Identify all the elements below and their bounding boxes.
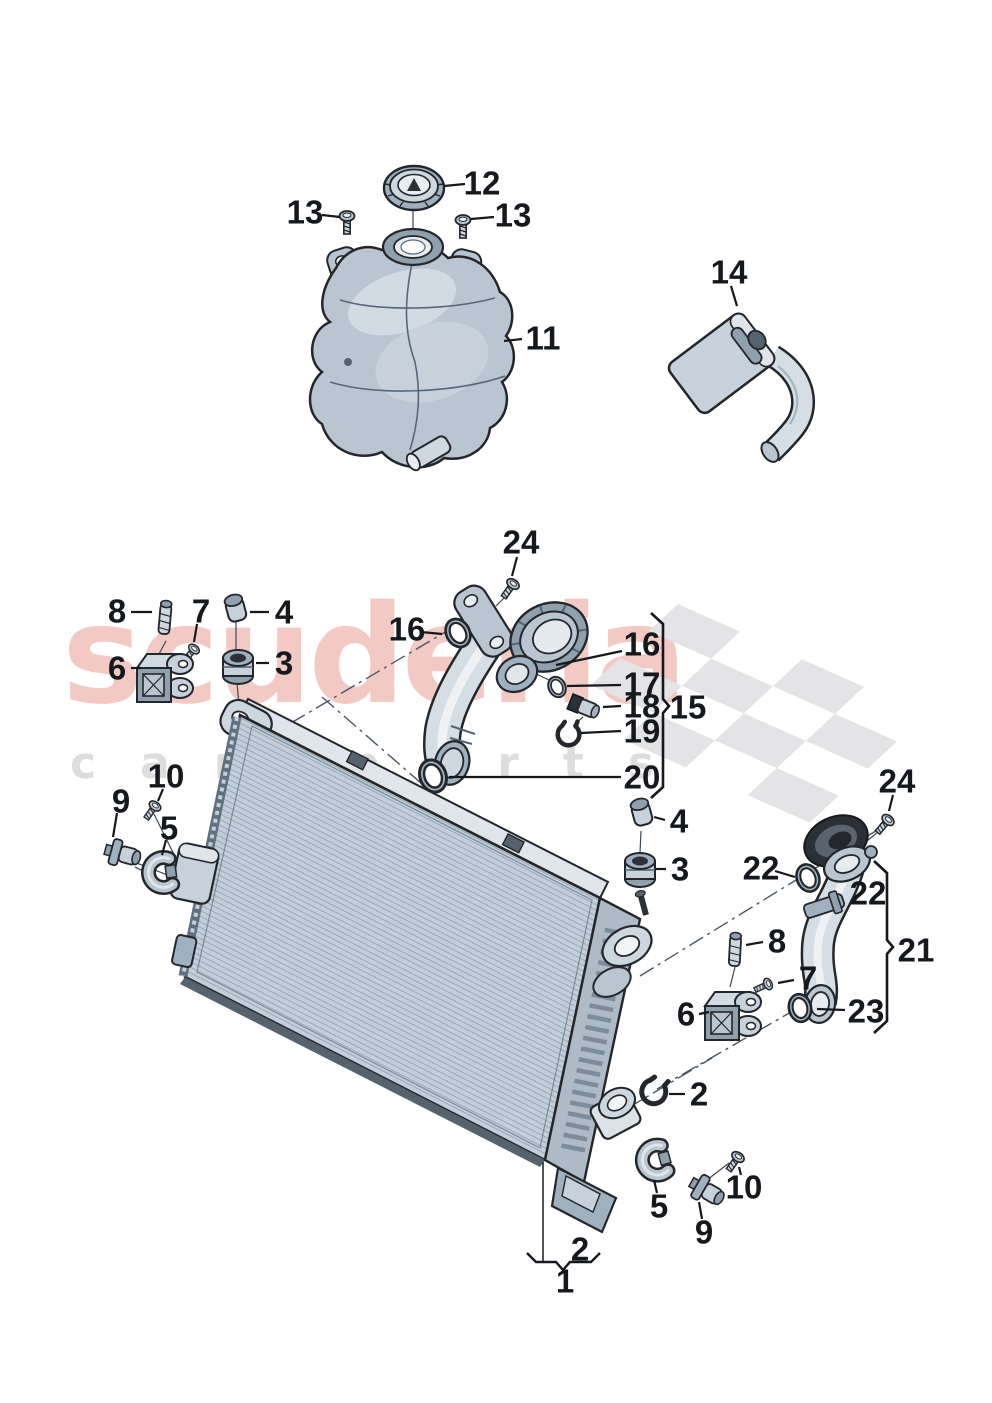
part-callout-13: 13: [286, 193, 324, 231]
damper-3-left: [222, 649, 254, 685]
part-callout-2: 2: [570, 1230, 590, 1268]
leader-lines: [111, 182, 895, 1220]
sensor-9-left: [101, 835, 145, 873]
part-callout-8: 8: [767, 922, 787, 960]
part-callout-22: 22: [849, 874, 887, 912]
part-callout-15: 15: [669, 688, 707, 726]
part-callout-6: 6: [676, 995, 696, 1033]
part-callout-5: 5: [649, 1187, 669, 1225]
checkered-flag-watermark: [590, 604, 897, 823]
tank-outlet: [405, 435, 452, 472]
part-callout-9: 9: [694, 1213, 714, 1251]
part-callout-3: 3: [274, 644, 294, 682]
watermark-word-car: car: [70, 738, 280, 789]
part-callout-21: 21: [897, 931, 935, 969]
coolant-pipe-upper: [422, 584, 589, 786]
part-callout-24: 24: [878, 762, 916, 800]
part-callout-16: 16: [388, 610, 426, 648]
part-callout-18: 18: [623, 687, 661, 725]
clamp-5-bottom: [639, 1142, 673, 1178]
part-callout-7: 7: [798, 959, 818, 997]
radiator: [169, 697, 653, 1262]
oring-17: [543, 672, 571, 702]
radiator-upper-connector: [592, 889, 653, 998]
tank-screw-left: [338, 210, 356, 235]
expansion-tank: [308, 164, 515, 472]
part-callout-1: 1: [555, 1262, 575, 1300]
part-callout-11: 11: [525, 319, 561, 357]
part-callout-19: 19: [623, 712, 661, 750]
part-callout-9: 9: [111, 782, 131, 820]
expansion-pin-left: [157, 599, 173, 636]
sleeve-4-right: [628, 795, 655, 828]
pipe-flange: [453, 584, 514, 658]
part-callout-8: 8: [107, 592, 127, 630]
part-callout-4: 4: [274, 593, 294, 631]
part-callout-13: 13: [494, 196, 532, 234]
tank-cap: [382, 164, 446, 212]
group-1-brace: [526, 1252, 601, 1272]
part-callout-2: 2: [689, 1075, 709, 1113]
part-callout-4: 4: [669, 802, 689, 840]
temp-sensor-18: [566, 693, 603, 722]
group-21-bracket: [873, 860, 895, 1034]
part-callout-23: 23: [847, 992, 885, 1030]
radiator-side-box: [169, 842, 220, 905]
radiator-foot: [550, 1166, 618, 1234]
part-callout-5: 5: [159, 809, 179, 847]
damper-3-right: [624, 852, 656, 888]
part-callout-12: 12: [463, 164, 501, 202]
group-15-bracket: [650, 612, 671, 799]
part-callout-10: 10: [725, 1168, 763, 1206]
part-callout-14: 14: [710, 253, 748, 291]
retaining-clip-2: [640, 1075, 669, 1105]
coolant-bag: [667, 312, 816, 463]
holder-6-left: [136, 653, 194, 703]
sensor-9-bottom: [683, 1169, 730, 1213]
screw-7-right: [751, 976, 775, 997]
part-callout-24: 24: [502, 523, 540, 561]
part-callout-6: 6: [107, 649, 127, 687]
part-callout-3: 3: [670, 850, 690, 888]
pipe-side-port: [495, 654, 539, 694]
pipe-clamp-band: [802, 890, 846, 919]
group-brackets: [526, 612, 895, 1272]
coolant-pipe-right: [800, 814, 878, 1024]
tank-screw-right: [454, 214, 472, 239]
tank-filler-neck: [381, 227, 445, 267]
sleeve-4-left: [222, 591, 249, 624]
retaining-clip-19: [556, 720, 582, 747]
part-callout-16: 16: [623, 625, 661, 663]
pipe-right-lower-collar: [803, 984, 837, 1024]
screw-24-top: [497, 575, 522, 602]
part-callout-22: 22: [742, 849, 780, 887]
radiator-lower-connector: [589, 1086, 642, 1140]
part-callout-10: 10: [147, 757, 185, 795]
part-callout-7: 7: [191, 592, 211, 630]
holder-6-right: [704, 991, 762, 1041]
part-callout-20: 20: [623, 758, 661, 796]
expansion-pin-right: [727, 931, 743, 968]
part-callout-17: 17: [623, 665, 661, 703]
pipe-main-collar: [509, 601, 589, 673]
